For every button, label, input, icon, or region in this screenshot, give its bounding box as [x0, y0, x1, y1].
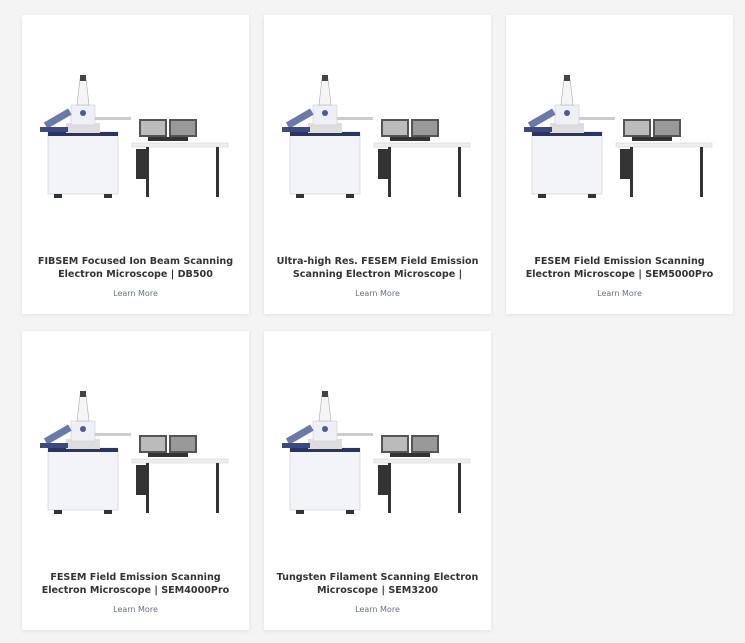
product-card[interactable]: Tungsten Filament Scanning Electron Micr…: [264, 331, 491, 630]
product-card[interactable]: FESEM Field Emission Scanning Electron M…: [506, 15, 733, 314]
learn-more-link[interactable]: Learn More: [355, 289, 400, 298]
product-image[interactable]: [278, 57, 478, 207]
product-card[interactable]: Ultra-high Res. FESEM Field Emission Sca…: [264, 15, 491, 314]
product-image[interactable]: [278, 373, 478, 523]
product-card[interactable]: FESEM Field Emission Scanning Electron M…: [22, 331, 249, 630]
product-image[interactable]: [36, 57, 236, 207]
product-title[interactable]: FESEM Field Emission Scanning Electron M…: [525, 256, 714, 280]
learn-more-link[interactable]: Learn More: [355, 605, 400, 614]
product-card[interactable]: FIBSEM Focused Ion Beam Scanning Electro…: [22, 15, 249, 314]
product-title[interactable]: Ultra-high Res. FESEM Field Emission Sca…: [276, 256, 479, 280]
product-title[interactable]: FESEM Field Emission Scanning Electron M…: [41, 572, 230, 596]
learn-more-link[interactable]: Learn More: [113, 289, 158, 298]
product-image[interactable]: [520, 57, 720, 207]
product-title[interactable]: FIBSEM Focused Ion Beam Scanning Electro…: [37, 256, 234, 280]
product-title[interactable]: Tungsten Filament Scanning Electron Micr…: [276, 572, 479, 596]
product-image[interactable]: [36, 373, 236, 523]
learn-more-link[interactable]: Learn More: [597, 289, 642, 298]
learn-more-link[interactable]: Learn More: [113, 605, 158, 614]
